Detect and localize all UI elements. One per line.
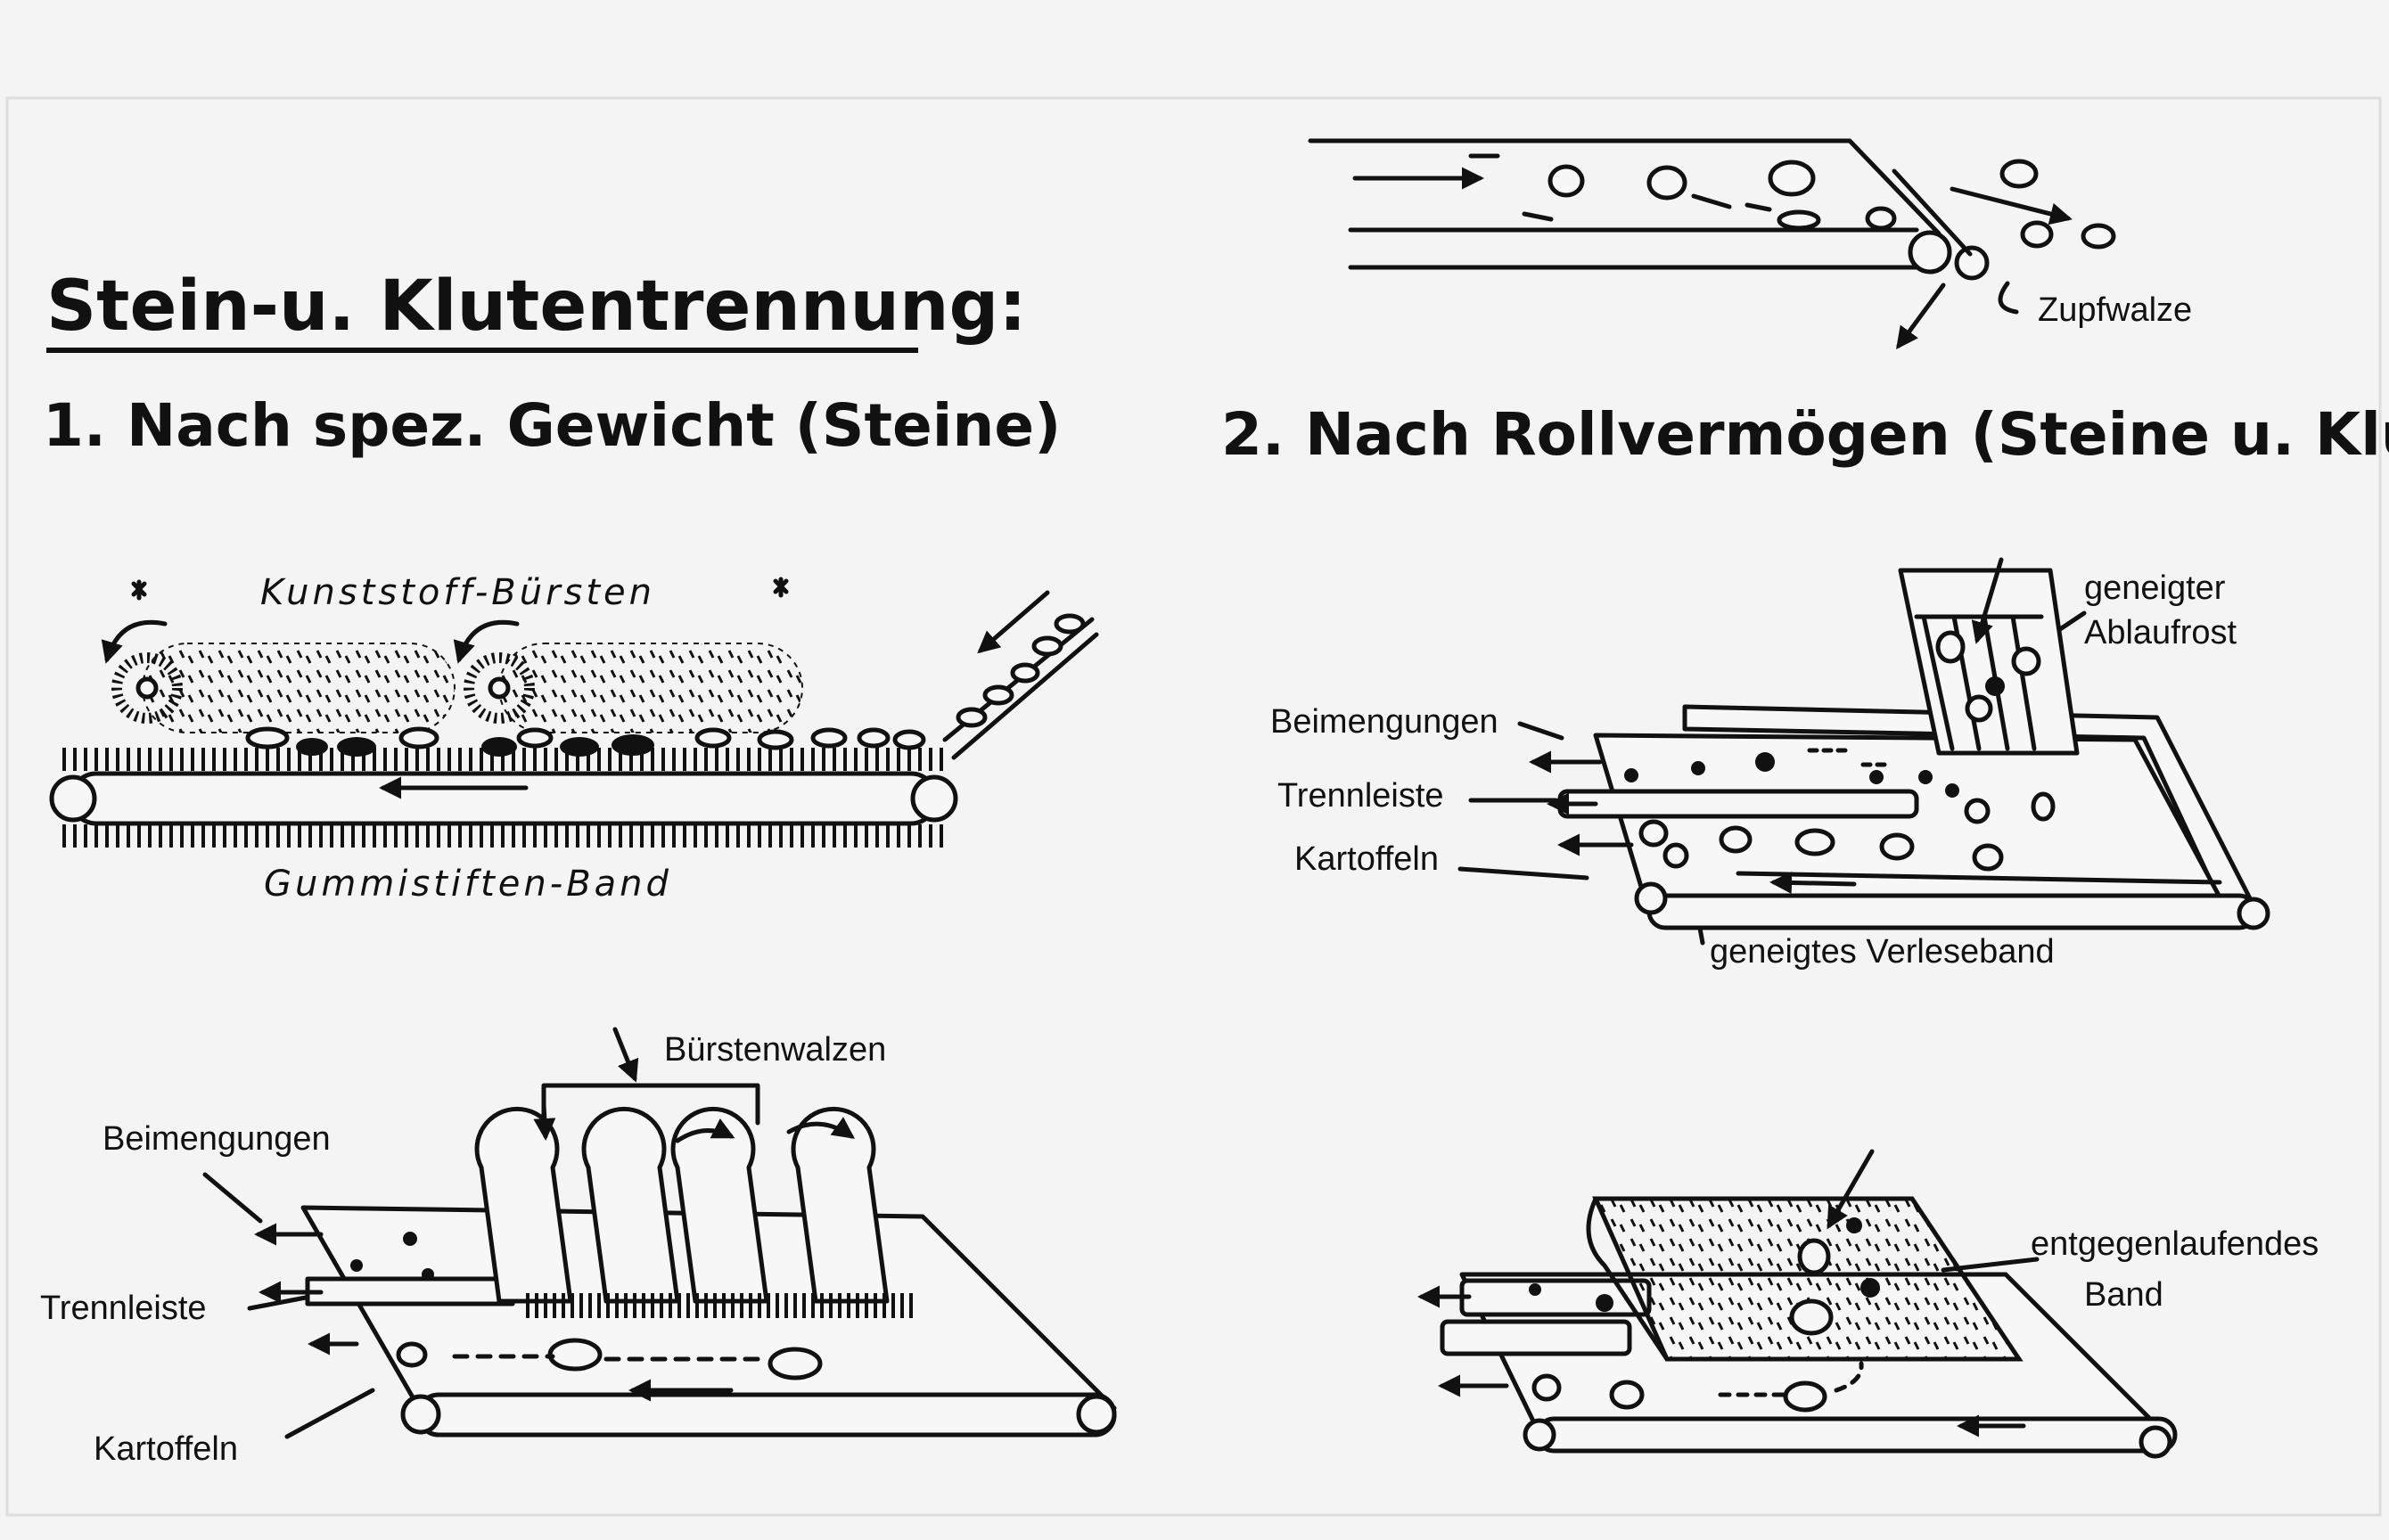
rollers-feed-arrow (612, 1027, 639, 1083)
material-c (1468, 153, 2116, 250)
belt-end-roller-right-b (1076, 1394, 1117, 1435)
return-belt-b (416, 1392, 1117, 1438)
rotation-arrow-right (453, 619, 520, 664)
brushes-label: Kunststoff-Bürsten (260, 572, 655, 613)
brush-axle-left (135, 676, 159, 700)
brush-axle-right (488, 676, 511, 700)
pick-roller-ramp (1892, 168, 1973, 257)
counter-belt-label-line2: Band (2084, 1276, 2163, 1314)
page-title: Stein-u. Klutentrennung: (46, 266, 1027, 347)
drop-arrow-c (1896, 283, 1946, 350)
belt-material (245, 726, 926, 757)
pick-roller-c (1954, 245, 1990, 281)
counter-belt-label-line1: entgegenlaufendes (2031, 1225, 2319, 1263)
belt-return-d (1646, 893, 2258, 930)
belt-roller-right-d (2237, 897, 2270, 930)
rotation-arrow-left (101, 619, 168, 664)
base-belt-return-e (1535, 1416, 2178, 1454)
grate-feed-arrow-d (1971, 557, 2004, 644)
divider-label-b: Trennleiste (40, 1290, 207, 1327)
divider-strip-b (305, 1276, 515, 1307)
conveyor-c (1308, 138, 1942, 270)
marker-star-right (773, 577, 789, 598)
divider-strip-d (1557, 789, 1919, 819)
rollers-bracket-arrow-left (533, 1102, 556, 1141)
counter-belt-feed-arrow (1827, 1149, 1875, 1230)
material-d (1624, 630, 2056, 872)
rollers-label: Bürstenwalzen (664, 1031, 886, 1069)
admixtures-label-d: Beimengungen (1270, 703, 1498, 741)
divider-label-d: Trennleiste (1277, 777, 1444, 815)
admixtures-leader-d (1517, 721, 1564, 741)
grate-label-line1: geneigter (2084, 569, 2226, 607)
brush-hub-right (464, 652, 535, 724)
inclined-belt-d (1593, 733, 2231, 916)
figure-brush-rollers: Bürstenwalzen Beimengungen Trennleiste K… (40, 1027, 1117, 1468)
material-e (1529, 1217, 1880, 1413)
lower-rail-d (1736, 871, 2222, 885)
brush-roll-right (498, 643, 803, 733)
potatoes-leader-b (284, 1388, 375, 1439)
section1-heading: 1. Nach spez. Gewicht (Steine) (43, 391, 1061, 460)
belt-direction-d (1769, 871, 1857, 894)
divider-leader-b (247, 1294, 313, 1311)
feed-arrow (977, 590, 1050, 654)
material-b (350, 1232, 823, 1380)
brush-roll-left (142, 643, 456, 733)
admixtures-leader-b (202, 1172, 263, 1224)
figure-zupfwalze: Zupfwalze (1308, 138, 2192, 350)
base-roller-right-e (2139, 1425, 2172, 1459)
belt-roller-right (910, 774, 958, 823)
divider-strip-e-lower (1440, 1319, 1632, 1356)
potatoes-label-b: Kartoffeln (94, 1430, 238, 1468)
pin-belt (69, 771, 939, 826)
belt-roller-left (49, 774, 97, 823)
figure-brush-pin-belt: Kunststoff-Bürsten Gummistiften-Band (49, 572, 1099, 905)
counter-belt-edge-e (1586, 1196, 1670, 1362)
figure-counter-belt: entgegenlaufendes Band (1417, 1149, 2319, 1459)
brush-roller-stack (474, 1106, 918, 1318)
band-label: Gummistiften-Band (264, 864, 672, 905)
chute-material (956, 613, 1086, 728)
roller-rotation-arrow-1 (675, 1118, 735, 1143)
title-block: Stein-u. Klutentrennung: 1. Nach spez. G… (43, 266, 2389, 469)
throw-arrow-c (1950, 186, 2073, 225)
brush-hub-left (111, 652, 183, 724)
marker-star-left (131, 579, 147, 601)
section2-heading: 2. Nach Rollvermögen (Steine u. Kluten) (1221, 400, 2389, 469)
potatoes-label-d: Kartoffeln (1294, 840, 1439, 878)
figure-inclined-belt: geneigter Ablaufrost Beimengungen Trennl… (1270, 557, 2270, 971)
divider-strip-e-upper (1459, 1278, 1652, 1317)
end-roller-c (1908, 230, 1952, 274)
belt-label-d: geneigtes Verleseband (1710, 933, 2055, 971)
base-roller-left-e (1523, 1418, 1556, 1452)
grate-label-line2: Ablaufrost (2084, 614, 2237, 651)
belt-end-roller-left-b (400, 1394, 441, 1435)
admixtures-label-b: Beimengungen (103, 1120, 331, 1158)
potatoes-leader-d (1457, 866, 1589, 881)
rotation-hint-c (1998, 281, 2019, 315)
roller-rotation-arrow-2 (786, 1117, 856, 1139)
slide-frame (5, 96, 2382, 1517)
feed-chute (942, 617, 1099, 760)
counter-belt-e (1592, 1196, 2024, 1362)
zupfwalze-label: Zupfwalze (2038, 291, 2192, 329)
belt-roller-left-d (1634, 881, 1668, 915)
